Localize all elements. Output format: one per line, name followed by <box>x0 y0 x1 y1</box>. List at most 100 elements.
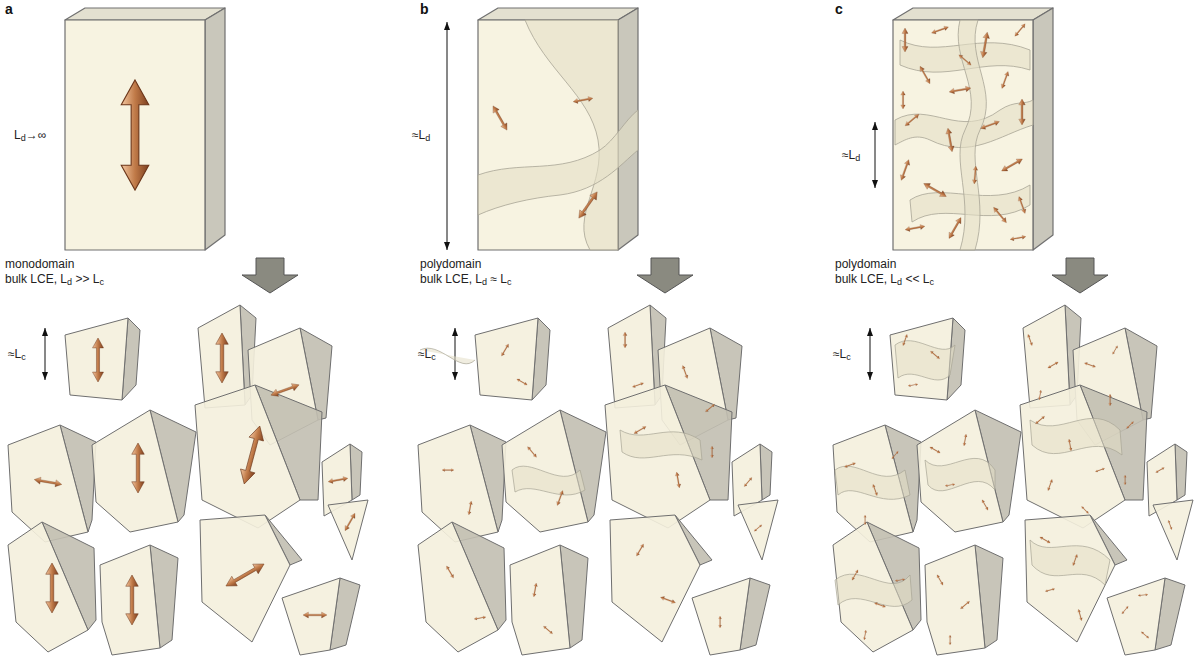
domain-wall <box>420 341 1122 607</box>
director-arrow <box>1084 362 1096 369</box>
director-arrow <box>946 216 963 240</box>
director-arrow <box>1126 421 1135 430</box>
fragment-cluster <box>8 305 368 655</box>
director-arrow <box>972 166 978 184</box>
director-arrow <box>922 181 948 200</box>
director-arrow <box>936 574 945 586</box>
director-arrow <box>303 612 327 618</box>
domain-wall <box>525 20 618 250</box>
director-arrow <box>711 446 714 458</box>
director-arrow <box>500 343 510 357</box>
panel-caption: bulk LCE, Ld ≈ Lc <box>420 272 512 286</box>
bulk-sample-box <box>1033 8 1053 250</box>
director-arrow <box>442 332 763 635</box>
director-arrow <box>467 501 473 515</box>
panel-caption: bulk LCE, Ld >> Lc <box>5 272 104 286</box>
director-arrow <box>753 524 762 532</box>
domain-wall <box>620 430 702 460</box>
director-arrow <box>918 65 932 85</box>
panel-letter: b <box>420 2 429 16</box>
director-arrow <box>1017 196 1027 214</box>
director-arrow <box>981 499 990 511</box>
dimension-label: ≈Lc <box>8 347 26 361</box>
director-arrow <box>1138 593 1148 596</box>
director-arrow <box>874 602 886 609</box>
dimension-label: ≈Lc <box>418 347 436 361</box>
director-arrow <box>1072 554 1079 566</box>
director-arrow <box>945 483 955 487</box>
domain-wall <box>925 458 995 490</box>
director-arrow <box>126 575 139 625</box>
process-arrow <box>242 258 1108 293</box>
dimension-arrow <box>875 122 876 188</box>
director-arrow <box>216 333 229 383</box>
director-arrow <box>902 334 909 346</box>
director-arrow <box>949 635 952 645</box>
domain-wall <box>835 466 910 499</box>
director-arrow <box>1067 439 1072 451</box>
director-arrow <box>704 403 715 413</box>
director-arrow <box>872 484 879 496</box>
director-arrow <box>929 446 941 455</box>
director-arrow <box>899 159 912 182</box>
director-arrow <box>223 559 267 591</box>
panel-caption: polydomain <box>835 257 896 271</box>
director-arrow <box>1167 520 1173 530</box>
panel-caption: bulk LCE, Ld << Lc <box>835 272 934 286</box>
director-arrow <box>542 625 553 635</box>
director-arrow <box>891 450 899 459</box>
director-arrow <box>1077 609 1083 621</box>
bulk-sample-box <box>478 20 618 250</box>
panel-caption: polydomain <box>420 257 481 271</box>
director-arrow <box>945 128 955 153</box>
dimension-arrow <box>447 22 448 250</box>
director-arrow <box>1019 99 1026 125</box>
director-arrow <box>1047 361 1059 370</box>
director-arrow <box>992 206 1009 225</box>
director-arrow <box>34 333 358 625</box>
director-arrow <box>1039 536 1051 545</box>
panel-letter: a <box>5 2 13 16</box>
panel-caption: monodomain <box>5 257 74 271</box>
domain-wall <box>478 20 1033 250</box>
director-arrow <box>1027 334 1034 346</box>
process-arrow <box>1052 258 1108 293</box>
director-arrow <box>1047 479 1054 491</box>
process-arrow <box>637 258 693 293</box>
fragment-cluster <box>833 305 1193 655</box>
director-arrow <box>532 583 538 597</box>
director-arrow <box>1109 394 1112 406</box>
director-arrow <box>343 512 357 532</box>
director-arrow <box>1081 506 1090 515</box>
director-arrow <box>980 32 991 59</box>
director-arrow <box>474 615 486 620</box>
director-arrow <box>1155 466 1165 473</box>
director-arrow <box>633 425 647 435</box>
panel-letter: c <box>835 2 843 16</box>
dimension-label: Ld→∞ <box>14 128 46 142</box>
director-arrow <box>962 434 967 446</box>
director-arrow <box>863 630 867 640</box>
director-arrow <box>623 332 627 348</box>
director-arrow <box>949 85 972 94</box>
director-arrow <box>1111 345 1118 355</box>
process-arrow <box>242 258 298 293</box>
dimension-label: ≈Ld <box>842 148 860 162</box>
bulk-sample-box <box>65 8 225 20</box>
director-arrow <box>632 382 644 389</box>
director-arrow <box>908 383 918 387</box>
domain-wall <box>512 466 585 495</box>
director-arrow <box>445 565 455 579</box>
fragment-cluster <box>8 305 1193 655</box>
bulk-sample-box <box>478 8 638 20</box>
director-arrow <box>901 91 906 109</box>
director-arrow <box>743 476 753 487</box>
director-arrow <box>576 190 601 221</box>
bulk-sample-box <box>205 8 225 250</box>
director-arrow <box>1034 415 1045 425</box>
director-arrow <box>1000 156 1024 173</box>
director-arrow <box>931 25 949 35</box>
director-arrow <box>851 569 860 581</box>
director-arrow <box>516 378 528 387</box>
